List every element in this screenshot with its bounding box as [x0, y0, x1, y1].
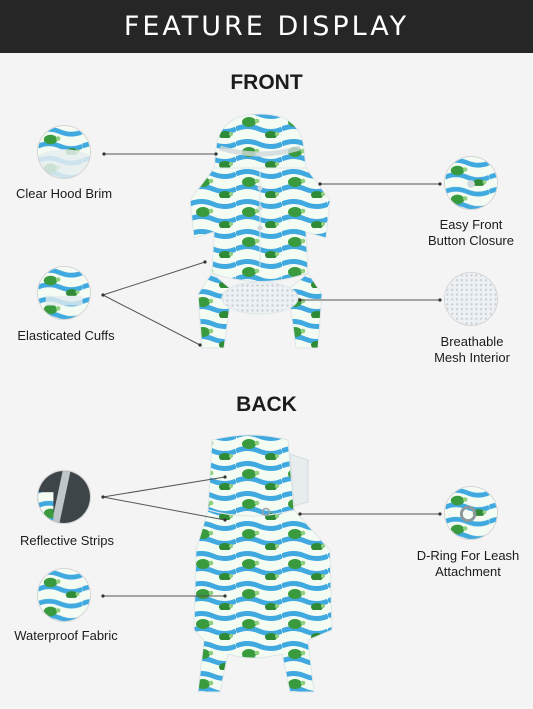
easy-front-button-closure-label: Easy Front Button Closure	[428, 217, 514, 248]
fabric-thumbnail	[37, 568, 91, 622]
back-section-title: BACK	[236, 393, 297, 416]
d-ring-thumbnail	[444, 486, 498, 540]
raincoat-back-image	[193, 434, 333, 693]
raincoat-front-image	[190, 113, 331, 349]
cuff-thumbnail	[37, 266, 91, 320]
header-banner: FEATURE DISPLAY	[0, 0, 533, 53]
button-closure-thumbnail	[444, 156, 498, 210]
hood-brim-thumbnail	[37, 125, 91, 179]
reflective-strips-label: Reflective Strips	[20, 533, 114, 548]
clear-hood-brim-label: Clear Hood Brim	[15, 186, 113, 201]
page-title: FEATURE DISPLAY	[123, 11, 410, 42]
front-section-title: FRONT	[230, 71, 303, 94]
reflective-strip-thumbnail	[37, 470, 91, 524]
waterproof-fabric-label: Waterproof Fabric	[14, 628, 118, 643]
elasticated-cuffs-label: Elasticated Cuffs	[17, 328, 115, 343]
mesh-thumbnail	[444, 272, 498, 326]
d-ring-for-leash-attachment-label: D-Ring For Leash Attachment	[416, 548, 520, 579]
breathable-mesh-interior-label: Breathable Mesh Interior	[434, 334, 510, 365]
